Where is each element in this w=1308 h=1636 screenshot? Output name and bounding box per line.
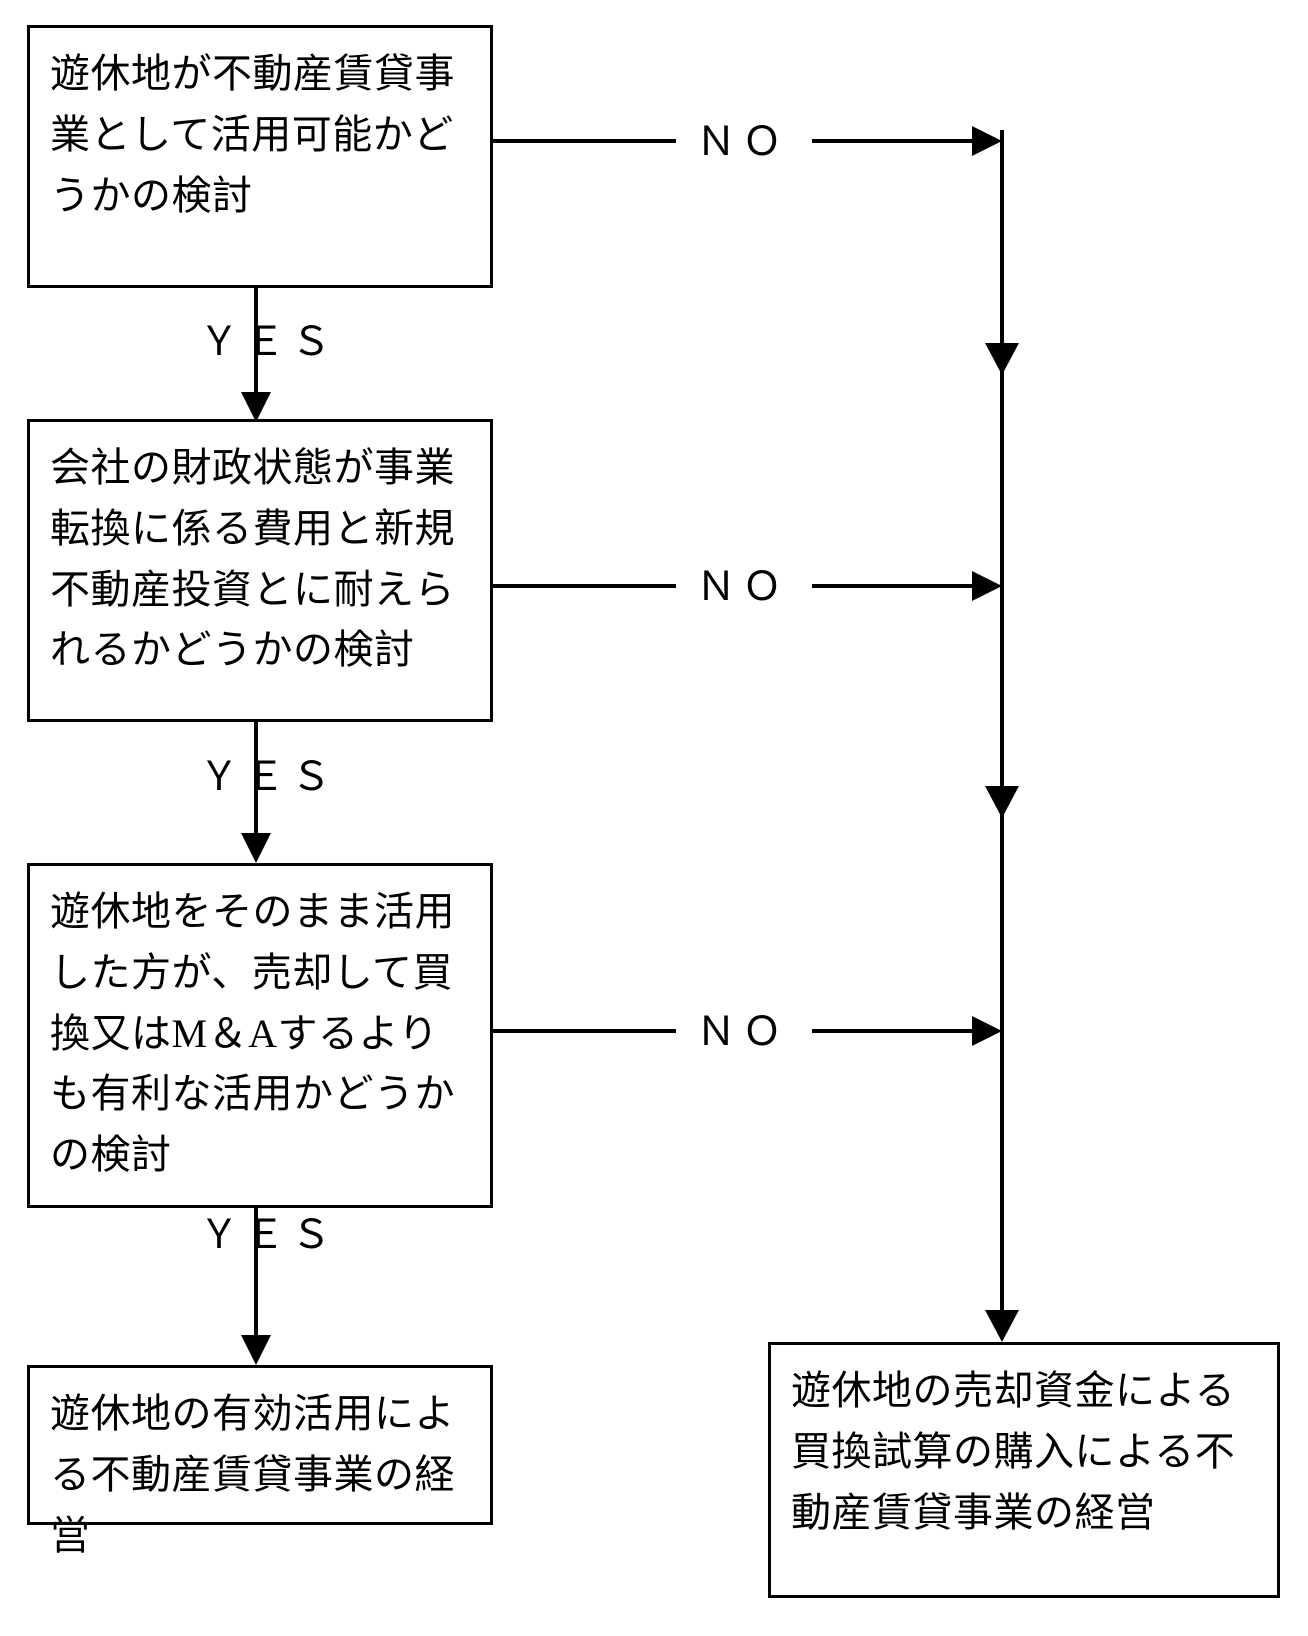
decision-node-2-text: 会社の財政状態が事業転換に係る費用と新規不動産投資とに耐えられるかどうかの検討 bbox=[50, 445, 455, 673]
decision-node-3-text: 遊休地をそのまま活用した方が、売却して買換又はM＆Aするよりも有利な活用かどうか… bbox=[50, 889, 455, 1178]
edge-yes-3-arrowhead bbox=[241, 1335, 271, 1365]
right-rail-arrowhead-2 bbox=[985, 786, 1019, 818]
edge-label-yes-3: ＹＥＳ bbox=[199, 1212, 337, 1257]
outcome-node-left[interactable]: 遊休地の有効活用による不動産賃貸事業の経営 bbox=[27, 1365, 493, 1558]
edge-label-yes-2: ＹＥＳ bbox=[199, 754, 337, 799]
decision-node-1[interactable]: 遊休地が不動産賃貸事業として活用可能かどうかの検討 bbox=[27, 25, 493, 288]
decision-node-1-text: 遊休地が不動産賃貸事業として活用可能かどうかの検討 bbox=[50, 51, 455, 218]
right-rail-arrowhead-3 bbox=[985, 1310, 1019, 1342]
outcome-node-right-text: 遊休地の売却資金による買換試算の購入による不動産賃貸事業の経営 bbox=[791, 1368, 1236, 1535]
decision-node-3[interactable]: 遊休地をそのまま活用した方が、売却して買換又はM＆Aするよりも有利な活用かどうか… bbox=[27, 863, 493, 1208]
edge-label-no-1: ＮＯ bbox=[684, 120, 798, 164]
outcome-node-right[interactable]: 遊休地の売却資金による買換試算の購入による不動産賃貸事業の経営 bbox=[768, 1342, 1280, 1598]
decision-node-2[interactable]: 会社の財政状態が事業転換に係る費用と新規不動産投資とに耐えられるかどうかの検討 bbox=[27, 419, 493, 722]
edge-label-no-3: ＮＯ bbox=[684, 1010, 798, 1054]
edge-yes-1-arrowhead bbox=[241, 392, 271, 422]
edge-no-2-arrowhead bbox=[972, 571, 1002, 601]
edge-no-1-arrowhead bbox=[972, 126, 1002, 156]
right-rail-arrowhead-1 bbox=[985, 343, 1019, 375]
edge-label-yes-1: ＹＥＳ bbox=[199, 319, 337, 364]
edge-no-3-arrowhead bbox=[972, 1016, 1002, 1046]
edge-yes-2-arrowhead bbox=[241, 833, 271, 863]
edge-label-no-2: ＮＯ bbox=[684, 565, 798, 609]
outcome-node-left-text: 遊休地の有効活用による不動産賃貸事業の経営 bbox=[50, 1391, 455, 1558]
